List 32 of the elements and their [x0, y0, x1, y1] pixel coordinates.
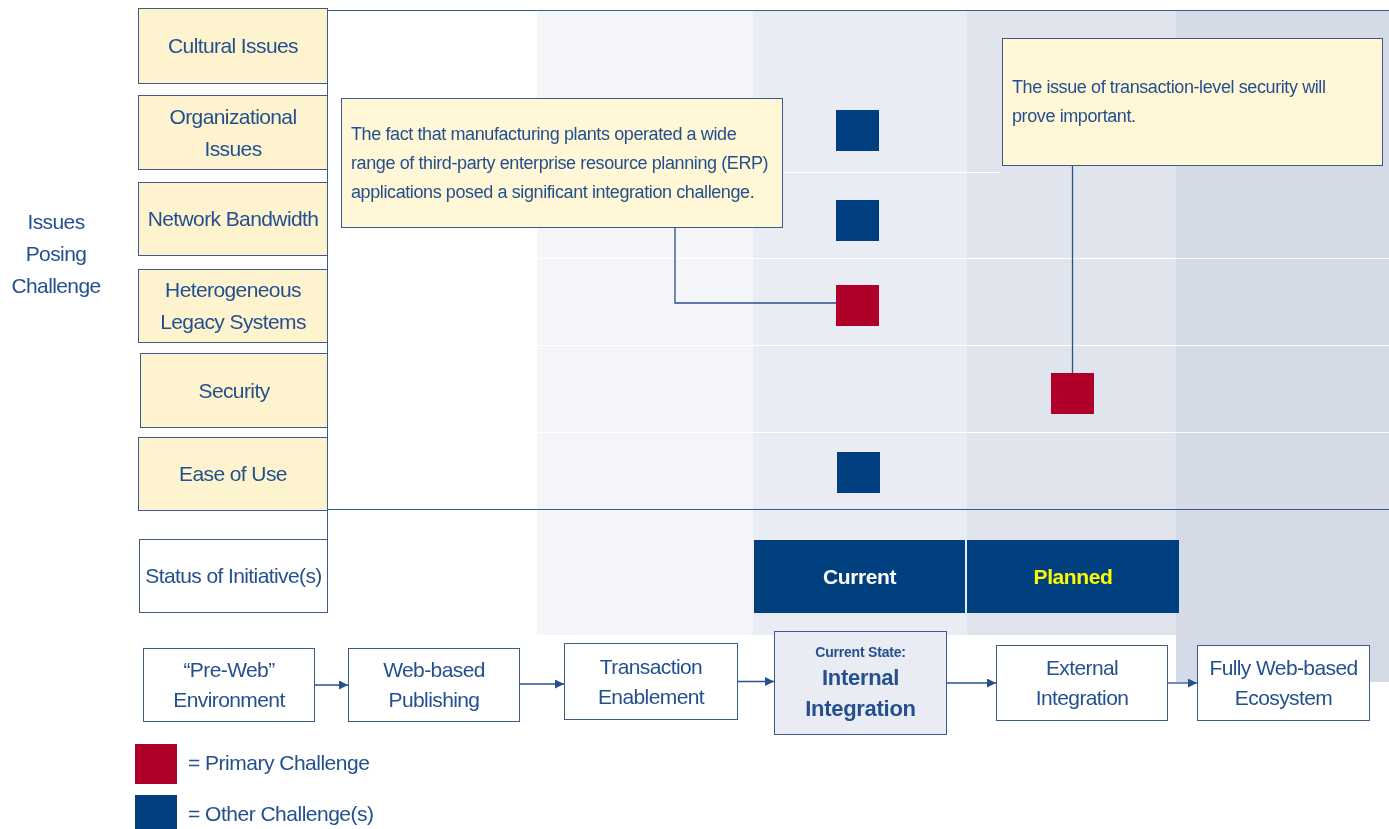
challenge-square — [837, 452, 880, 493]
arrow — [737, 677, 775, 686]
row-header-box: Status of Initiative(s) — [139, 539, 328, 613]
row-header-box: Network Bandwidth — [138, 182, 328, 256]
challenge-square — [836, 200, 879, 241]
status-bar: Current — [754, 540, 965, 613]
arrow — [946, 678, 997, 688]
row-header-box: Organizational Issues — [138, 95, 328, 170]
stage-box: Current State: Internal Integration — [774, 631, 947, 735]
challenge-square — [836, 110, 879, 151]
challenge-square — [836, 285, 879, 326]
stage-box: “Pre-Web” Environment — [143, 648, 315, 722]
status-bar: Planned — [967, 540, 1179, 613]
challenge-square — [1051, 373, 1094, 414]
row-header-box: Ease of Use — [138, 437, 328, 511]
row-header-box: Heterogeneous Legacy Systems — [138, 269, 328, 343]
stage-box: Web-based Publishing — [348, 648, 520, 722]
leader-line — [1071, 165, 1074, 374]
row-header-box: Security — [140, 353, 328, 428]
stage-box: Transaction Enablement — [564, 643, 738, 720]
stage-box: External Integration — [996, 645, 1168, 721]
legend-label: = Other Challenge(s) — [188, 802, 374, 826]
callout-box: The issue of transaction-level security will prove important. — [1002, 38, 1383, 166]
callout-box: The fact that manufacturing plants operated a wide range of third-party enterprise resource planning (ERP) applications posed a significant integration challenge. — [341, 98, 783, 228]
arrow — [314, 680, 349, 690]
legend-label: = Primary Challenge — [188, 751, 370, 775]
axis-label: Issues Posing Challenge — [10, 209, 102, 299]
row-header-box: Cultural Issues — [138, 8, 328, 84]
stage-box: Fully Web-based Ecosystem — [1197, 645, 1370, 721]
arrow — [1167, 678, 1198, 688]
arrow — [519, 679, 565, 689]
leader-line — [674, 227, 837, 304]
